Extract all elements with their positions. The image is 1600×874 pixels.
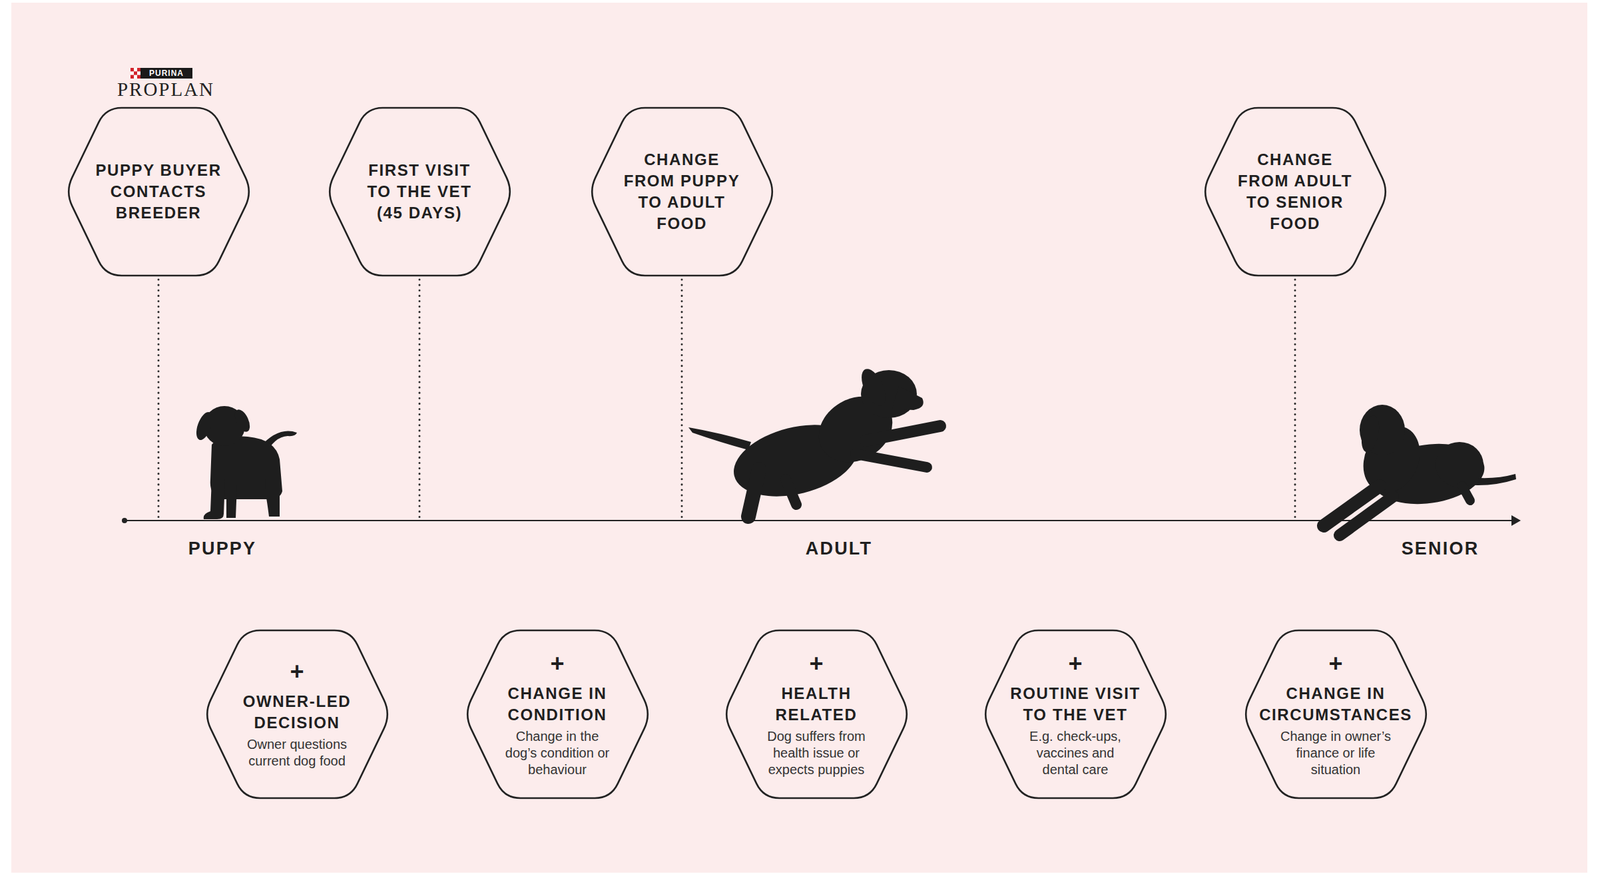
adult-leg xyxy=(748,469,760,517)
puppy-leg xyxy=(226,484,238,519)
hexagon-node: CHANGE FROM ADULT TO SENIOR FOOD xyxy=(1200,106,1391,277)
brand-label: PURINA xyxy=(149,68,184,78)
adult-silhouette xyxy=(688,365,941,517)
hexagon-shape xyxy=(726,630,907,799)
adult-snout xyxy=(892,386,924,411)
node-heading: CHANGE IN CONDITION xyxy=(484,683,631,726)
hexagon-node: CHANGE FROM PUPPY TO ADULT FOOD xyxy=(587,106,778,277)
node-heading: OWNER-LED DECISION xyxy=(223,691,371,734)
plus-sign: + xyxy=(808,651,823,677)
milestone-title: PUPPY BUYER CONTACTS BREEDER xyxy=(91,159,226,224)
hexagon-shape xyxy=(467,630,648,799)
milestone-title: CHANGE FROM ADULT TO SENIOR FOOD xyxy=(1233,149,1357,235)
axis-label: SENIOR xyxy=(1401,538,1480,560)
senior-hip xyxy=(1435,442,1484,488)
logo-checker xyxy=(130,67,141,79)
hexagon-node: + OWNER-LED DECISIONOwner questions curre… xyxy=(202,629,393,800)
hexagon-outline xyxy=(1200,106,1391,277)
leader-lines xyxy=(158,279,1296,520)
node-body: Change in owner’s finance or life situat… xyxy=(1274,728,1398,779)
hexagon-node: + CHANGE IN CIRCUMSTANCESChange in owner’… xyxy=(1241,629,1431,800)
node-body: Owner questions current dog food xyxy=(239,736,356,770)
node-content: + CHANGE IN CIRCUMSTANCESChange in owner’… xyxy=(1241,629,1431,800)
brand-logo xyxy=(130,67,193,79)
brand-label: PROPLAN xyxy=(117,78,215,101)
plus-sign: + xyxy=(1328,651,1343,677)
node-content: CHANGE FROM ADULT TO SENIOR FOOD xyxy=(1200,106,1391,277)
logo-checker xyxy=(137,75,141,79)
node-heading: CHANGE IN CIRCUMSTANCES xyxy=(1255,683,1417,726)
puppy-ear xyxy=(231,407,254,435)
adult-leg xyxy=(855,454,927,468)
logo-checker xyxy=(130,67,134,72)
puppy-silhouette xyxy=(193,406,297,520)
node-content: CHANGE FROM PUPPY TO ADULT FOOD xyxy=(587,106,778,277)
axis-arrowhead xyxy=(1511,515,1521,527)
plus-sign: + xyxy=(1067,651,1082,677)
leader-line xyxy=(418,279,421,520)
timeline-axis xyxy=(121,515,1521,527)
node-content: + CHANGE IN CONDITIONChange in the dog’s … xyxy=(462,629,653,800)
senior-leg xyxy=(1339,496,1393,536)
axis-line xyxy=(124,520,1513,522)
node-content: PUPPY BUYER CONTACTS BREEDER xyxy=(63,106,254,277)
hexagon-outline xyxy=(587,106,778,277)
hexagon-shape xyxy=(207,630,388,799)
hexagon-shape xyxy=(1205,107,1386,276)
hexagon-node: + ROUTINE VISIT TO THE VETE.g. check-ups,… xyxy=(980,629,1171,800)
senior-silhouette xyxy=(1323,404,1517,536)
node-content: FIRST VISIT TO THE VET (45 DAYS) xyxy=(324,106,515,277)
leader-line xyxy=(157,279,160,520)
hexagon-shape xyxy=(591,107,773,276)
node-body: E.g. check-ups, vaccines and dental care xyxy=(1017,728,1134,779)
node-content: + OWNER-LED DECISIONOwner questions curre… xyxy=(202,629,393,800)
puppy-leg xyxy=(203,479,226,520)
senior-ear xyxy=(1358,414,1382,455)
hexagon-shape xyxy=(329,107,511,276)
adult-tail xyxy=(688,427,752,451)
hexagon-node: PUPPY BUYER CONTACTS BREEDER xyxy=(63,106,254,277)
adult-leg xyxy=(785,479,797,505)
logo-checker xyxy=(130,75,134,79)
puppy-leg xyxy=(265,479,280,517)
milestone-title: CHANGE FROM PUPPY TO ADULT FOOD xyxy=(620,149,744,235)
node-body: Change in the dog’s condition or behavio… xyxy=(499,728,616,779)
senior-leg xyxy=(1462,486,1471,501)
adult-ear xyxy=(856,365,891,410)
background-panel xyxy=(11,2,1588,873)
node-content: + HEALTH RELATEDDog suffers from health i… xyxy=(721,629,912,800)
axis-label: PUPPY xyxy=(188,538,258,560)
plus-sign: + xyxy=(549,651,564,677)
hexagon-shape xyxy=(985,630,1166,799)
puppy-ear xyxy=(193,410,216,443)
plus-sign: + xyxy=(289,659,304,685)
hexagon-node: FIRST VISIT TO THE VET (45 DAYS) xyxy=(324,106,515,277)
node-content: + ROUTINE VISIT TO THE VETE.g. check-ups,… xyxy=(980,629,1171,800)
node-heading: HEALTH RELATED xyxy=(743,683,890,726)
leader-line xyxy=(1294,279,1297,520)
axis-label: ADULT xyxy=(805,538,873,560)
hexagon-shape xyxy=(68,107,250,276)
hexagon-shape xyxy=(1245,630,1427,799)
logo-checker xyxy=(137,67,141,72)
milestone-title: FIRST VISIT TO THE VET (45 DAYS) xyxy=(358,159,482,224)
node-heading: ROUTINE VISIT TO THE VET xyxy=(997,683,1154,726)
adult-leg xyxy=(865,426,941,441)
hexagon-node: + CHANGE IN CONDITIONChange in the dog’s … xyxy=(462,629,653,800)
axis-start-dot xyxy=(121,518,128,524)
hexagon-node: + HEALTH RELATEDDog suffers from health i… xyxy=(721,629,912,800)
leader-line xyxy=(681,279,684,520)
node-body: Dog suffers from health issue or expects… xyxy=(758,728,875,779)
logo-bar xyxy=(140,67,193,79)
logo-checker xyxy=(133,71,138,75)
